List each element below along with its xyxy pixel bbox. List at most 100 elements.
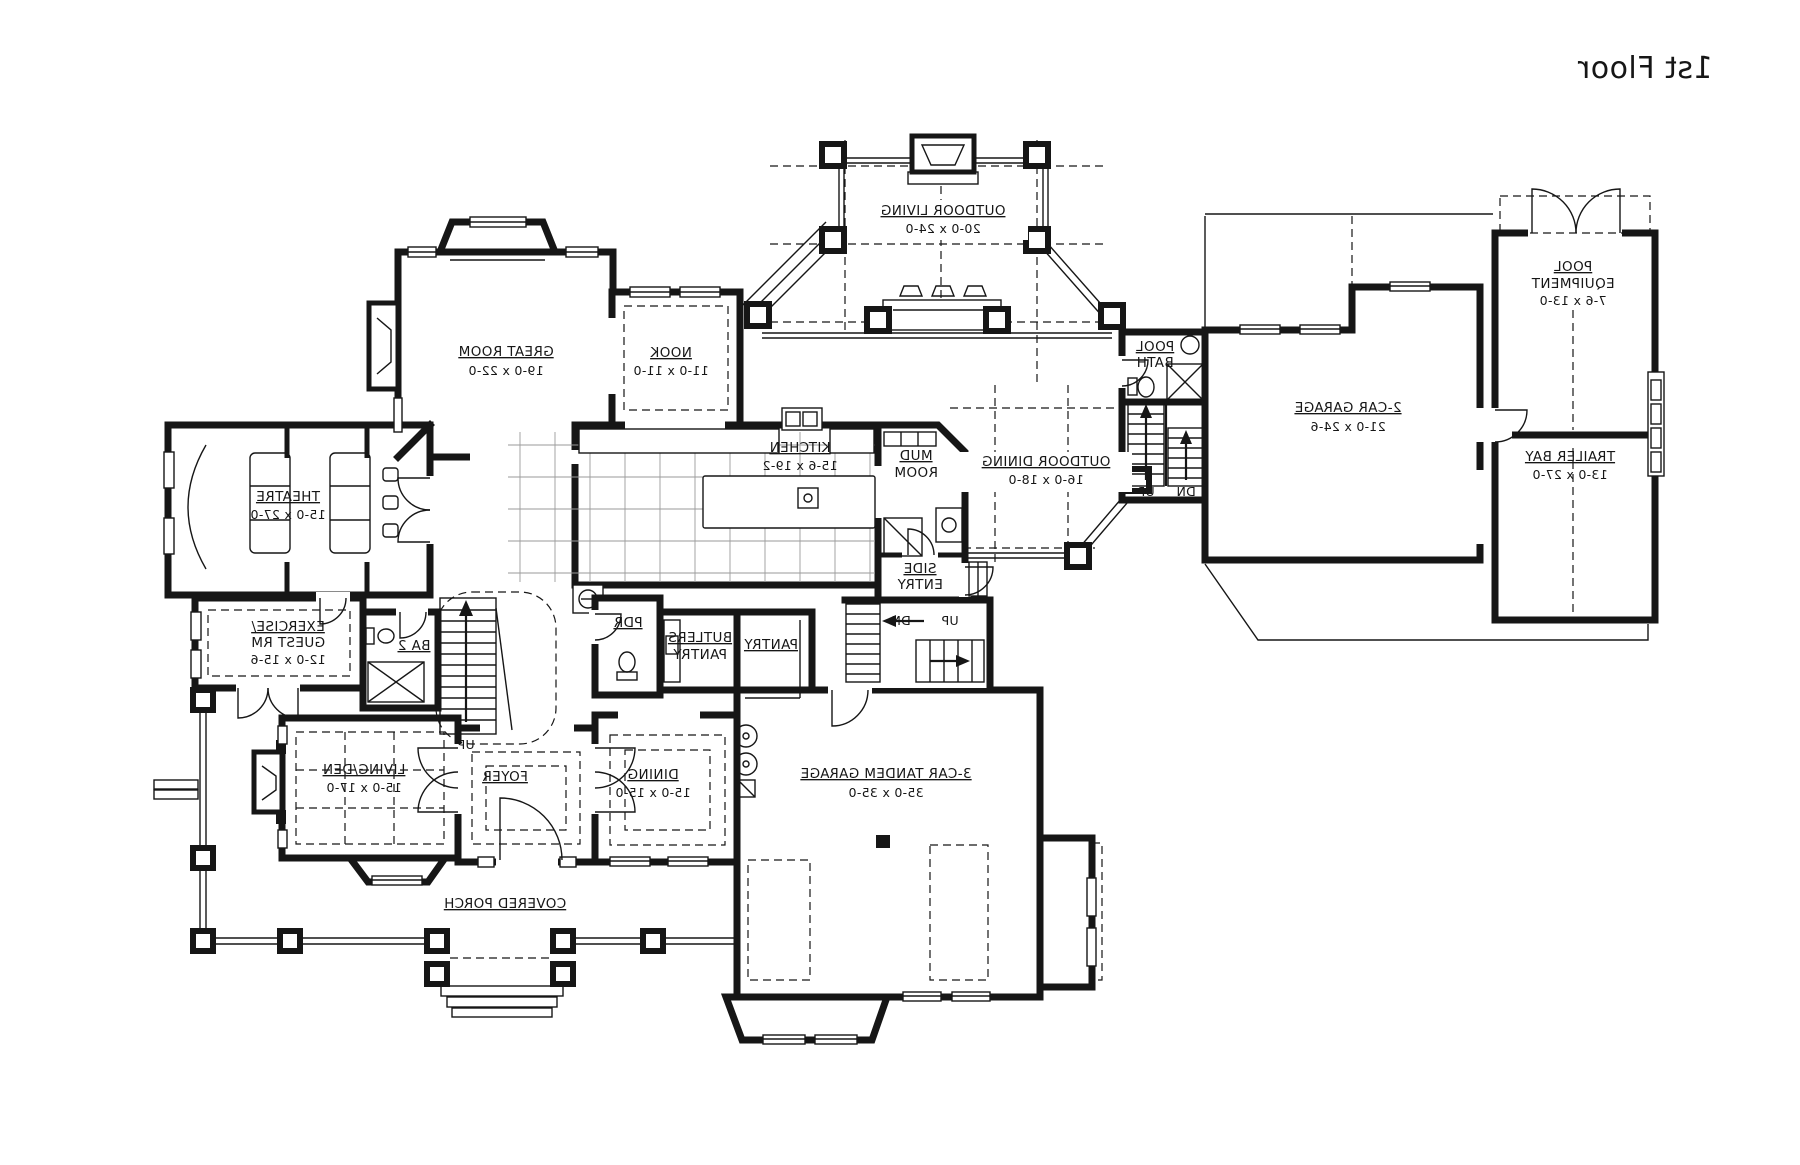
- shower: [1166, 363, 1204, 401]
- pdr-fixtures: [578, 589, 638, 681]
- front-steps: [440, 985, 564, 1018]
- pdr-door: [594, 613, 622, 641]
- tandem-garage-left-bay: [720, 993, 892, 1044]
- butlers-label2: PANTRY: [673, 647, 727, 663]
- living-den-fixtures: [251, 740, 286, 824]
- pool-bath-label2: BATH: [1136, 355, 1173, 371]
- trailer-bay-walls: [1491, 431, 1659, 624]
- two-car-garage-walls: [1201, 283, 1484, 564]
- toilet: [1127, 377, 1138, 396]
- mud-sink: [935, 507, 963, 543]
- side-entry-label: SIDE: [903, 561, 936, 577]
- tandem-garage-right-bay: [1036, 834, 1096, 991]
- main-stair-up-label: UP: [457, 737, 474, 752]
- dining-dims: 15-0 x 15-0: [615, 785, 690, 800]
- back-stair-up-label: UP: [941, 613, 958, 628]
- theatre-double-door: [397, 477, 431, 511]
- wall-openings: [236, 226, 1622, 869]
- shower: [367, 661, 425, 703]
- ba2-door: [399, 611, 427, 639]
- living-double-door: [417, 747, 459, 789]
- windows: [163, 216, 1431, 1045]
- kitchen-dims: 15-6 x 19-2: [762, 458, 837, 473]
- kitchen-island: [702, 475, 876, 529]
- trailer-bay-fixtures: [1647, 371, 1665, 477]
- garage-post: [876, 835, 890, 848]
- water-heater: [734, 752, 758, 776]
- front-door: [499, 797, 563, 861]
- tandem-garage-dims: 35-0 x 35-0: [848, 785, 923, 800]
- theatre-dims: 15-0 x 27-0: [250, 507, 325, 522]
- ba2-fixtures: [365, 627, 425, 703]
- garage-hall-door: [831, 689, 869, 727]
- theatre-fixtures: [187, 425, 399, 595]
- pool-bath-label: POOL: [1136, 339, 1175, 355]
- sink: [578, 589, 598, 609]
- exercise-label2: GUEST RM: [251, 635, 325, 651]
- exercise-french-door: [237, 687, 269, 719]
- trailer-bay-dims: 13-0 x 27-0: [1532, 467, 1607, 482]
- mud-bench: [883, 517, 923, 557]
- main-stairs: [439, 597, 513, 735]
- side-entry-door: [964, 566, 994, 596]
- theatre-stool: [382, 495, 399, 510]
- outdoor-living-dims: 20-0 x 24-0: [905, 221, 980, 236]
- butlers-fixtures: [663, 619, 801, 699]
- outdoor-living-label: OUTDOOR LIVING: [881, 203, 1006, 219]
- mud-room-fixtures: [883, 427, 963, 557]
- patio-posts: [744, 141, 1152, 570]
- pool-bath-door: [1121, 359, 1149, 387]
- exercise-label: EXERCISE/: [251, 619, 325, 635]
- great-room-fixtures: [366, 259, 545, 392]
- outdoor-living-fixtures: [882, 133, 1002, 331]
- back-stairs: [845, 603, 985, 683]
- doors: [237, 188, 1621, 861]
- living-den-label: LIVING/DEN: [323, 762, 406, 778]
- pool-stairs: [1127, 403, 1205, 487]
- two-car-garage-label: 2-CAR GARAGE: [1294, 400, 1401, 416]
- page-title: 1st Floor: [1577, 51, 1712, 86]
- tandem-garage-label: 3-CAR TANDEM GARAGE: [800, 766, 971, 782]
- foyer-label: FOYER: [482, 769, 528, 785]
- living-fireplace: [251, 749, 285, 815]
- water-heater: [734, 724, 758, 748]
- butlers-label: BUTLERS: [668, 630, 732, 646]
- theatre-double-door: [397, 509, 431, 543]
- pool-equipment-door: [1531, 188, 1577, 234]
- kitchen-counter: [578, 428, 780, 454]
- outdoor-dining-label: OUTDOOR DINING: [982, 454, 1111, 470]
- theatre-screen: [187, 444, 207, 570]
- porch-posts: [190, 687, 666, 987]
- theatre-sofa: [249, 452, 291, 554]
- exercise-door: [319, 597, 347, 625]
- theatre-stool: [382, 467, 399, 482]
- pool-stair-up-label: UP: [1137, 484, 1154, 499]
- nook-dims: 11-0 x 11-0: [633, 363, 708, 378]
- butlers-counter: [663, 619, 681, 683]
- nook-label: NOOK: [649, 345, 692, 361]
- theatre-sofa: [329, 452, 371, 554]
- great-room-bay: [434, 218, 561, 256]
- garage-fixtures: [734, 724, 890, 848]
- covered-porch-label: COVERED PORCH: [444, 896, 566, 912]
- pdr-label: PDR: [613, 615, 642, 631]
- pool-equipment-door: [1575, 188, 1621, 234]
- dining-double-door: [594, 747, 636, 789]
- side-entry-label2: ENTRY: [897, 577, 943, 593]
- butlers-sink: [665, 635, 679, 655]
- mud-cubbies: [883, 431, 937, 447]
- butlers-walls: [656, 608, 741, 694]
- pool-equipment-label2: EQUIPMENT: [1531, 276, 1615, 292]
- sink: [1180, 335, 1200, 355]
- mud-side-door: [907, 528, 935, 556]
- mud-room-label2: ROOM: [894, 465, 938, 481]
- bar-stool: [898, 285, 924, 297]
- bar-stool: [930, 285, 956, 297]
- toilet: [365, 627, 375, 645]
- dining-label: DINING: [627, 767, 678, 783]
- theatre-stool: [382, 523, 399, 538]
- labels: 1st Floor GREAT ROOM 19-0 x 22-0 NOOK 11…: [250, 51, 1712, 912]
- great-room-dims: 19-0 x 22-0: [468, 363, 543, 378]
